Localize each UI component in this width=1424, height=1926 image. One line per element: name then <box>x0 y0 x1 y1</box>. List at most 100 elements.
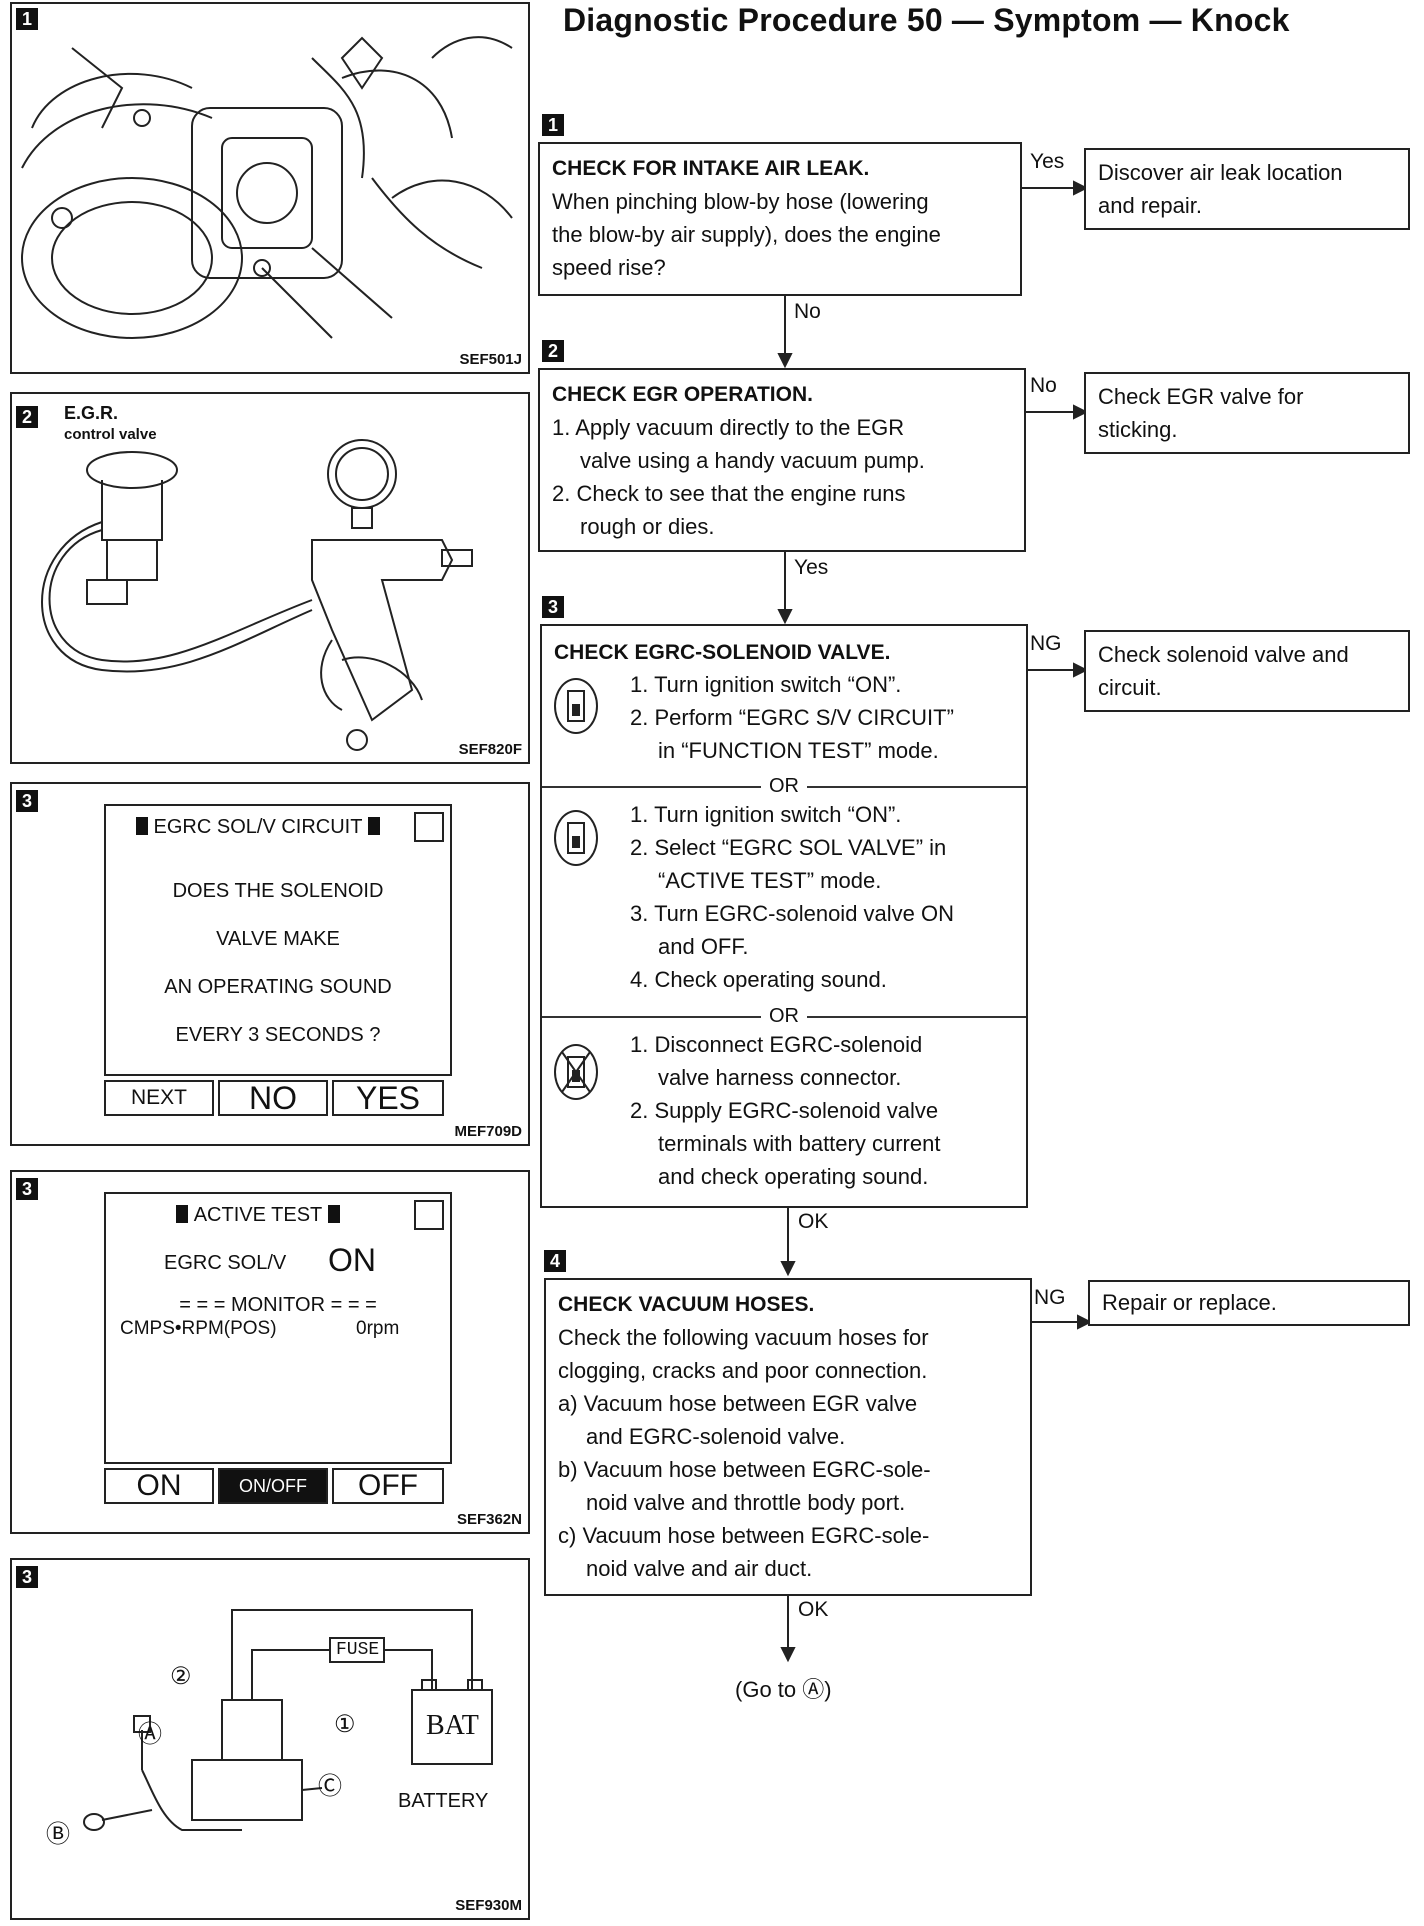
screen-line: EVERY 3 SECONDS ? <box>175 1024 381 1046</box>
step-text: “ACTIVE TEST” mode. <box>658 868 882 893</box>
step-text: noid valve and air duct. <box>586 1556 813 1581</box>
consult-screen: ACTIVE TEST EGRC SOL/V ON = = = MONITOR … <box>104 1192 452 1464</box>
branch-label: Yes <box>1030 150 1065 173</box>
result-text: Check solenoid valve and <box>1098 642 1349 667</box>
result-box: Check solenoid valve and circuit. <box>1084 630 1410 712</box>
active-item-label: EGRC SOL/V <box>164 1252 287 1274</box>
step-text: valve using a handy vacuum pump. <box>580 448 925 473</box>
cross-icon <box>561 1051 591 1093</box>
step-text: in “FUNCTION TEST” mode. <box>658 738 939 763</box>
screen-line: VALVE MAKE <box>216 928 340 950</box>
egr-label: E.G.R. control valve <box>64 402 157 446</box>
no-button[interactable]: NO <box>218 1080 328 1116</box>
next-label: OK <box>798 1598 829 1621</box>
or-label: OR <box>761 770 807 803</box>
step-text: 1. Disconnect EGRC-solenoid <box>630 1032 923 1057</box>
step-box: CHECK EGRC-SOLENOID VALVE. 1. Turn ignit… <box>540 624 1028 1208</box>
fuse-label: FUSE <box>336 1640 380 1660</box>
method-a: 1. Turn ignition switch “ON”. 2. Perform… <box>630 668 954 767</box>
monitor-dash-right-icon: = = = <box>330 1294 377 1316</box>
screen-checkbox-icon[interactable] <box>414 812 444 842</box>
figure-code: SEF501J <box>459 351 522 368</box>
step-text: c) Vacuum hose between EGRC-sole- <box>558 1523 930 1548</box>
throttle-body-illustration <box>21 36 513 339</box>
title-marker-left-icon <box>135 817 148 835</box>
step-text: and EGRC-solenoid valve. <box>586 1424 846 1449</box>
consult-icon <box>554 810 598 866</box>
yes-button[interactable]: YES <box>332 1080 444 1116</box>
branch-label: NG <box>1030 632 1062 655</box>
step-box: CHECK VACUUM HOSES. Check the following … <box>544 1278 1032 1596</box>
consult-icon <box>554 678 598 734</box>
monitor-row: = = = MONITOR = = = <box>112 1294 444 1317</box>
on-off-button[interactable]: ON/OFF <box>218 1468 328 1504</box>
step-badge: 2 <box>16 406 38 428</box>
result-text: Repair or replace. <box>1102 1290 1277 1315</box>
solenoid-wiring-illustration <box>83 1609 493 1831</box>
off-button[interactable]: OFF <box>332 1468 444 1504</box>
next-label: OK <box>798 1210 829 1233</box>
step-text: and OFF. <box>658 934 749 959</box>
next-label: No <box>794 300 821 323</box>
figure-panel-function-test: 3 EGRC SOL/V CIRCUIT DOES THE SOLENOID V… <box>10 782 530 1146</box>
figure-code: SEF820F <box>458 741 522 758</box>
step-text: terminals with battery current <box>658 1131 941 1156</box>
step-badge: 3 <box>542 596 564 618</box>
step-text: 2. Supply EGRC-solenoid valve <box>630 1098 939 1123</box>
no-tools-icon <box>554 1044 598 1100</box>
consult-screen: EGRC SOL/V CIRCUIT DOES THE SOLENOID VAL… <box>104 804 452 1076</box>
result-box: Discover air leak location and repair. <box>1084 148 1410 230</box>
monitor-item-value: 0rpm <box>356 1318 400 1339</box>
step-text: 2. Check to see that the engine runs <box>552 481 906 506</box>
figure-panel-battery-test: 3 FUSE BAT BATTERY ② ① Ⓐ Ⓑ Ⓒ SEF930M <box>10 1558 530 1920</box>
callout-port-c: Ⓒ <box>318 1773 342 1800</box>
method-b: 1. Turn ignition switch “ON”. 2. Select … <box>630 798 954 996</box>
screen-title: ACTIVE TEST <box>106 1204 410 1227</box>
step-text: Check the following vacuum hoses for <box>558 1325 929 1350</box>
page-title: Diagnostic Procedure 50 — Symptom — Knoc… <box>563 2 1290 38</box>
egr-label-line2: control valve <box>64 426 157 443</box>
branch-label: No <box>1030 374 1057 397</box>
result-text: Check EGR valve for <box>1098 384 1304 409</box>
step-text: 1. Apply vacuum directly to the EGR <box>552 415 905 440</box>
step-box: CHECK EGR OPERATION. 1. Apply vacuum dir… <box>538 368 1026 552</box>
step-badge: 3 <box>16 1178 38 1200</box>
step-text: When pinching blow-by hose (lowering <box>552 189 929 214</box>
on-button[interactable]: ON <box>104 1468 214 1504</box>
step-badge: 1 <box>542 114 564 136</box>
active-item-value: ON <box>328 1242 376 1278</box>
result-box: Repair or replace. <box>1088 1280 1410 1326</box>
next-button[interactable]: NEXT <box>104 1080 214 1116</box>
screen-title: EGRC SOL/V CIRCUIT <box>106 816 410 839</box>
step-text: speed rise? <box>552 255 666 280</box>
egr-label-line1: E.G.R. <box>64 403 119 423</box>
or-label: OR <box>761 1000 807 1033</box>
figure-code: SEF930M <box>455 1897 522 1914</box>
title-marker-right-icon <box>328 1205 341 1223</box>
callout-port-b: Ⓑ <box>46 1821 70 1848</box>
goto-label: (Go to Ⓐ) <box>735 1677 832 1702</box>
step-text: a) Vacuum hose between EGR valve <box>558 1391 918 1416</box>
step-text: b) Vacuum hose between EGRC-sole- <box>558 1457 931 1482</box>
vacuum-pump-illustration <box>41 439 473 751</box>
step-text: noid valve and throttle body port. <box>586 1490 906 1515</box>
monitor-item-label: CMPS•RPM(POS) <box>120 1318 277 1339</box>
screen-checkbox-icon[interactable] <box>414 1200 444 1230</box>
method-c: 1. Disconnect EGRC-solenoid valve harnes… <box>630 1028 940 1193</box>
screen-line: AN OPERATING SOUND <box>164 976 392 998</box>
callout-port-a: Ⓐ <box>138 1721 162 1748</box>
figure-panel-intake: 1 SEF501J <box>10 2 530 374</box>
step-box: CHECK FOR INTAKE AIR LEAK. When pinching… <box>538 142 1022 296</box>
next-label: Yes <box>794 556 829 579</box>
figure-panel-egr-vacuum: 2 E.G.R. control valve SEF820F <box>10 392 530 764</box>
step-heading: CHECK EGR OPERATION. <box>552 383 813 406</box>
result-text: Discover air leak location <box>1098 160 1343 185</box>
result-text: and repair. <box>1098 193 1202 218</box>
figure-code: MEF709D <box>454 1123 522 1140</box>
step-text: valve harness connector. <box>658 1065 902 1090</box>
bat-label: BAT <box>426 1710 479 1741</box>
step-text: clogging, cracks and poor connection. <box>558 1358 928 1383</box>
step-text: 1. Turn ignition switch “ON”. <box>630 802 902 827</box>
result-text: circuit. <box>1098 675 1162 700</box>
step-badge: 4 <box>544 1250 566 1272</box>
